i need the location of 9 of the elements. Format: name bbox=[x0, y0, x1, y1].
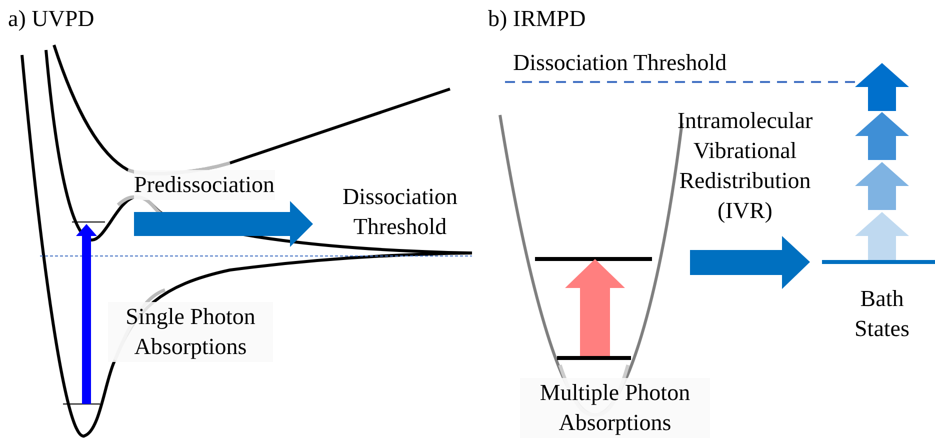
panel-title: a) UVPD bbox=[8, 5, 94, 33]
panel-title: b) IRMPD bbox=[488, 5, 586, 33]
process-label: Predissociation bbox=[134, 170, 275, 200]
threshold-label: Dissociation Threshold bbox=[342, 183, 458, 241]
state-label: Bath States bbox=[854, 285, 910, 343]
process-label: Multiple Photon Absorptions bbox=[520, 378, 710, 438]
threshold-label: Dissociation Threshold bbox=[513, 49, 727, 77]
process-label: Single Photon Absorptions bbox=[108, 302, 273, 362]
process-label: Intramolecular Vibrational Redistribution (IVR) bbox=[676, 107, 814, 225]
